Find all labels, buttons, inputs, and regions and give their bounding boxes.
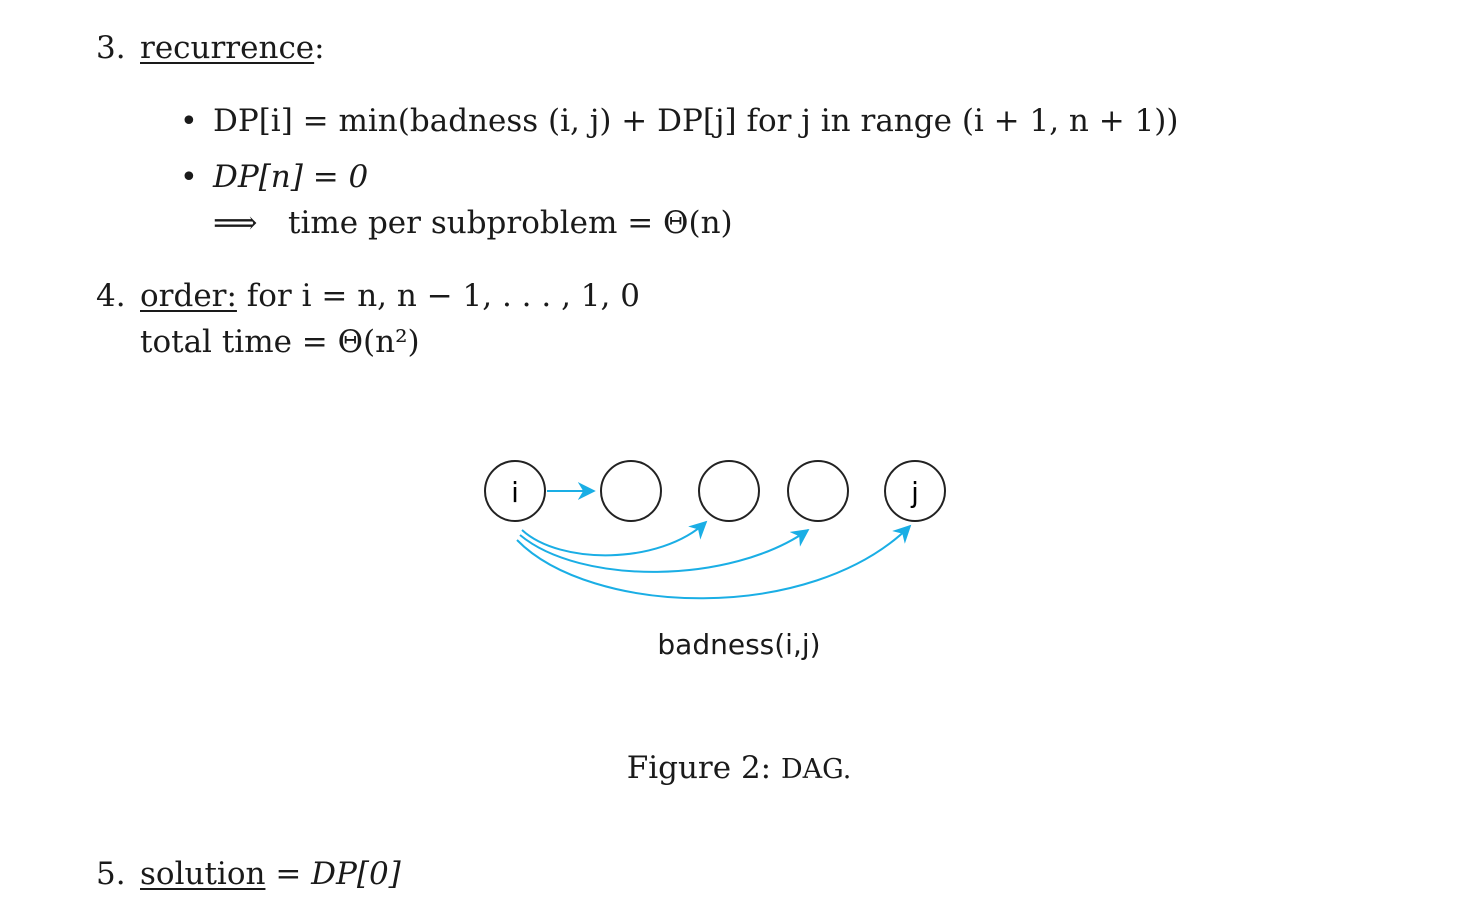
edge-i-to-node-2: [521, 520, 708, 557]
node-1: [600, 460, 662, 522]
node-4: j: [884, 460, 946, 522]
edge-label: badness(i,j): [657, 628, 821, 661]
solution-text: = DP[0]: [275, 856, 401, 892]
bullet-recurrence-formula: DP[i] = min(badness (i, j) + DP[j] for j…: [213, 103, 1179, 139]
node-3: [787, 460, 849, 522]
item-number: 3.: [96, 30, 126, 66]
figure-caption: Figure 2: DAG.: [0, 748, 1478, 790]
heading-recurrence: recurrence: [140, 30, 315, 66]
implies-arrow-icon: ⟹: [213, 205, 258, 241]
item-heading: recurrence:: [140, 28, 325, 68]
item-number: 4.: [96, 278, 126, 314]
caption-prefix: Figure 2:: [626, 750, 772, 786]
item-heading: solution = DP[0]: [140, 854, 401, 894]
node-0: i: [484, 460, 546, 522]
order-text: for i = n, n − 1, . . . , 1, 0: [246, 278, 640, 314]
heading-suffix: :: [314, 30, 325, 66]
node-label: j: [910, 476, 919, 509]
bullet-base-case: DP[n] = 0: [213, 159, 369, 195]
heading-solution: solution: [140, 856, 266, 892]
dag-figure: i j: [484, 460, 946, 600]
caption-text: DAG.: [780, 754, 852, 785]
item-number: 5.: [96, 856, 126, 892]
total-time-text: total time = Θ(n²): [140, 324, 420, 360]
edge-i-to-j: [516, 524, 912, 600]
item-heading: order: for i = n, n − 1, . . . , 1, 0: [140, 276, 640, 316]
implication-text: time per subproblem = Θ(n): [288, 205, 733, 241]
edge-i-to-node-3: [519, 528, 810, 573]
node-label: i: [511, 476, 519, 509]
heading-order: order:: [140, 278, 237, 314]
bullet-dot-icon: •: [180, 104, 198, 139]
node-2: [698, 460, 760, 522]
bullet-dot-icon: •: [180, 160, 198, 195]
